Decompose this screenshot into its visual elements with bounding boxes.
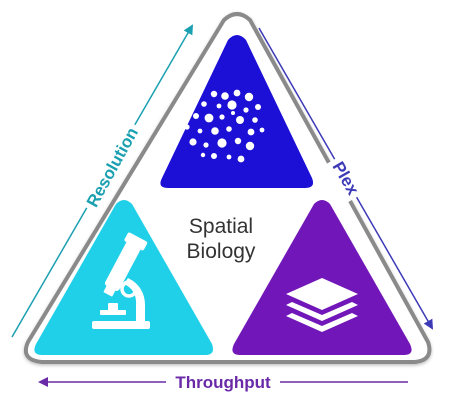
top-triangle: [160, 35, 314, 188]
center-label-line2: Biology: [187, 240, 256, 263]
microscope-icon: [92, 232, 150, 329]
right-triangle: [232, 200, 412, 355]
layers-stack-icon: [286, 278, 358, 332]
center-label-line1: Spatial: [189, 215, 253, 238]
cell-dots-icon: [184, 89, 265, 163]
throughput-label: Throughput: [175, 373, 271, 392]
throughput-label-box: [166, 370, 280, 394]
